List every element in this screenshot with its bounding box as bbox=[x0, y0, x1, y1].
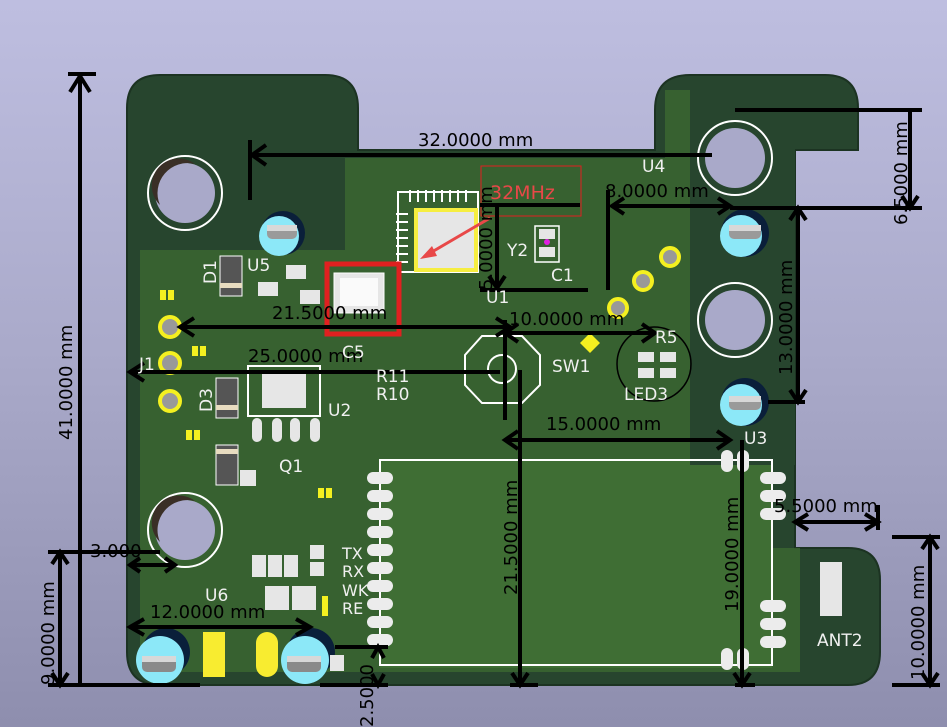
dim-span-25: 25.0000 mm bbox=[248, 346, 363, 367]
ref-r5: R5 bbox=[655, 328, 678, 348]
pin-label-re: RE bbox=[342, 599, 363, 618]
ref-u4: U4 bbox=[642, 157, 665, 177]
dim-xtal-offset: 5.0000 mm bbox=[476, 186, 497, 290]
ref-ant2: ANT2 bbox=[817, 631, 863, 651]
ref-u1: U1 bbox=[486, 288, 509, 308]
dim-span-21-5-v: 21.5000 mm bbox=[501, 480, 522, 595]
led3 bbox=[616, 326, 692, 402]
ref-d1: D1 bbox=[201, 260, 221, 284]
ref-d3: D3 bbox=[197, 388, 217, 412]
selected-component[interactable] bbox=[324, 261, 402, 337]
dim-notch-top: 6.5000 mm bbox=[891, 121, 912, 225]
ref-u5: U5 bbox=[247, 256, 270, 276]
ref-r11: R11 bbox=[376, 367, 409, 387]
mounting-holes bbox=[147, 120, 773, 568]
u1-qfn bbox=[396, 190, 479, 273]
tht-pins bbox=[136, 209, 769, 684]
ref-q1: Q1 bbox=[279, 457, 303, 477]
silkscreen-refs: D1 U5 J1 D3 U2 Q1 U6 C5 R11 R10 U1 Y2 C1… bbox=[138, 157, 863, 651]
ref-sw1: SW1 bbox=[552, 357, 590, 377]
dim-right-span: 13.0000 mm bbox=[776, 260, 797, 375]
u2-ic bbox=[247, 365, 321, 442]
dim-span-15: 15.0000 mm bbox=[546, 414, 661, 435]
ref-u3: U3 bbox=[744, 429, 767, 449]
dimension-lines bbox=[48, 72, 940, 690]
ref-led3: LED3 bbox=[624, 385, 668, 405]
ref-u6: U6 bbox=[205, 586, 228, 606]
crystal-annotation bbox=[420, 165, 582, 259]
dim-span-10-v: 10.0000 mm bbox=[908, 565, 929, 680]
ref-c1: C1 bbox=[551, 266, 574, 286]
pin-label-wk: WK bbox=[342, 581, 369, 600]
y2-crystal bbox=[534, 225, 560, 263]
dim-height-total: 41.0000 mm bbox=[56, 325, 77, 440]
ref-r10: R10 bbox=[376, 385, 409, 405]
dimension-labels: 32.0000 mm 41.0000 mm 6.5000 mm 13.0000 … bbox=[38, 121, 929, 727]
dim-span-5-5: 5.5000 mm bbox=[774, 496, 878, 517]
crystal-note-label: 32MHz bbox=[490, 182, 555, 204]
j1-header bbox=[158, 246, 681, 413]
battery-pad-minus bbox=[256, 632, 278, 677]
pin-label-rx: RX bbox=[342, 562, 364, 581]
antenna-pad bbox=[820, 562, 842, 616]
ref-u2: U2 bbox=[328, 401, 351, 421]
dim-span-9: 9.0000 mm bbox=[38, 581, 59, 685]
pin-label-tx: TX bbox=[341, 544, 363, 563]
dim-width-top: 32.0000 mm bbox=[418, 130, 533, 151]
dim-span-21-5-h: 21.5000 mm bbox=[272, 303, 387, 324]
ref-y2: Y2 bbox=[506, 241, 528, 261]
u3-module bbox=[367, 450, 842, 670]
dim-span-10: 10.0000 mm bbox=[509, 309, 624, 330]
dim-span-12: 12.0000 mm bbox=[150, 602, 265, 623]
battery-pad-plus bbox=[203, 632, 225, 677]
dim-u4-offset: 8.0000 mm bbox=[605, 181, 709, 202]
dim-span-3: 3.000 bbox=[90, 541, 142, 562]
smd-parts bbox=[160, 265, 344, 671]
ref-c5: C5 bbox=[342, 343, 365, 363]
dim-span-19: 19.0000 mm bbox=[722, 497, 743, 612]
ref-j1: J1 bbox=[138, 355, 155, 375]
dim-span-2-5: 2.5000 bbox=[357, 664, 378, 727]
diodes bbox=[215, 255, 243, 486]
